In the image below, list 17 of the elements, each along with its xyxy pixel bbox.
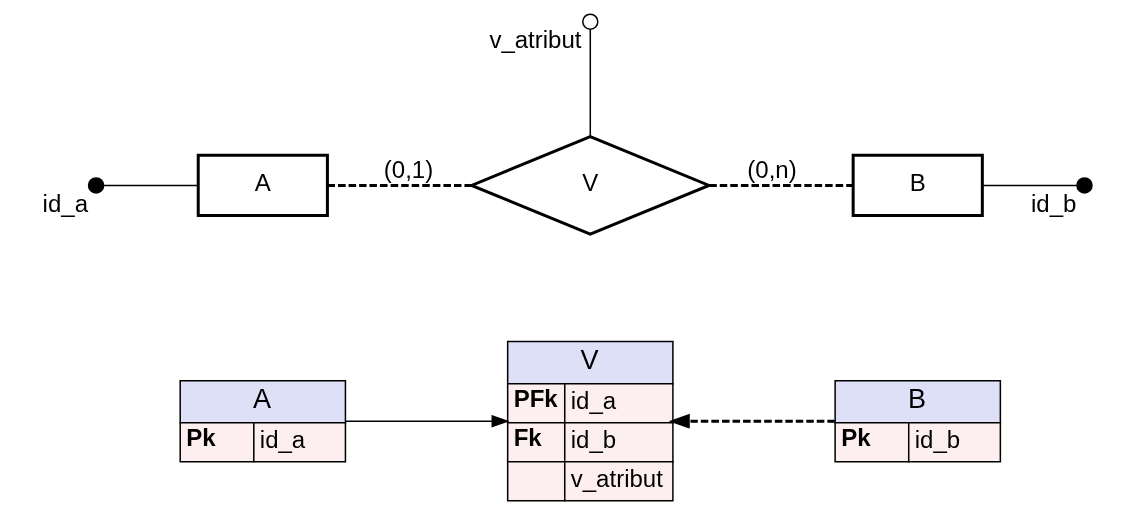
connector — [589, 28, 591, 138]
node-circle — [87, 177, 104, 194]
connector — [327, 183, 471, 187]
node-circle — [1075, 177, 1093, 194]
node-label: v_atribut — [488, 26, 582, 54]
edge-label: (0,1) — [383, 155, 433, 183]
node-box: B — [851, 153, 984, 217]
node-label: id_b — [1030, 190, 1076, 218]
node-label: id_a — [42, 190, 88, 218]
arrow — [344, 414, 510, 428]
connector — [708, 183, 853, 187]
edge-label: (0,n) — [746, 155, 797, 183]
node-circle — [581, 13, 599, 30]
connector — [102, 184, 199, 187]
arrow — [668, 413, 835, 429]
node-box: A — [196, 153, 329, 217]
connector — [981, 184, 1078, 187]
